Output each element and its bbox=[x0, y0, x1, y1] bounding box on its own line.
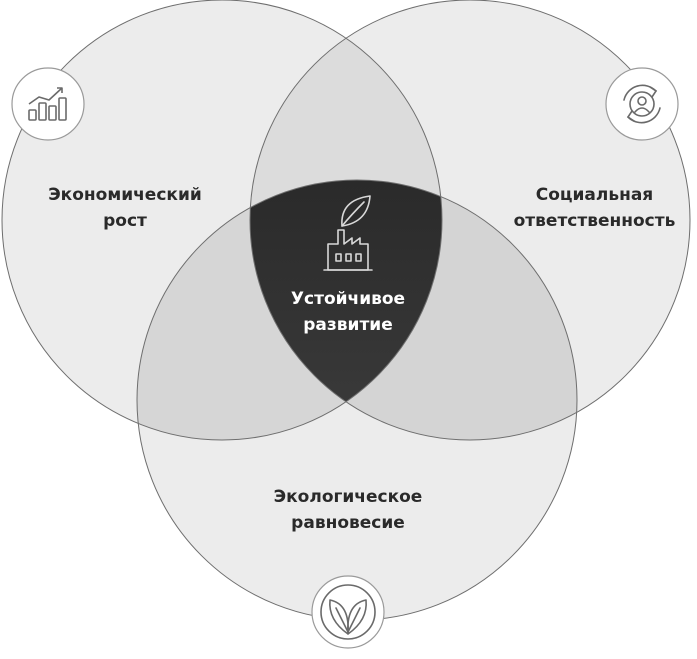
label-economic-growth: Экономический рост bbox=[20, 182, 230, 234]
label-ecological-line1: Экологическое bbox=[273, 487, 423, 507]
label-social-responsibility: Социальная ответственность bbox=[492, 182, 697, 234]
label-economic-line2: рост bbox=[103, 211, 147, 231]
label-ecological-balance: Экологическое равновесие bbox=[248, 484, 448, 536]
label-center-line2: развитие bbox=[303, 315, 393, 335]
label-social-line1: Социальная bbox=[535, 185, 654, 205]
growth-chart-icon bbox=[11, 67, 85, 141]
factory-leaf-icon bbox=[323, 195, 373, 271]
label-economic-line1: Экономический bbox=[48, 185, 202, 205]
people-cycle-icon bbox=[605, 67, 679, 141]
overlap-social-eco bbox=[250, 180, 577, 440]
leaves-icon bbox=[311, 575, 385, 649]
label-center-line1: Устойчивое bbox=[290, 289, 406, 309]
label-social-line2: ответственность bbox=[513, 211, 676, 231]
label-sustainable-development: Устойчивое развитие bbox=[268, 286, 428, 338]
label-ecological-line2: равновесие bbox=[291, 513, 405, 533]
